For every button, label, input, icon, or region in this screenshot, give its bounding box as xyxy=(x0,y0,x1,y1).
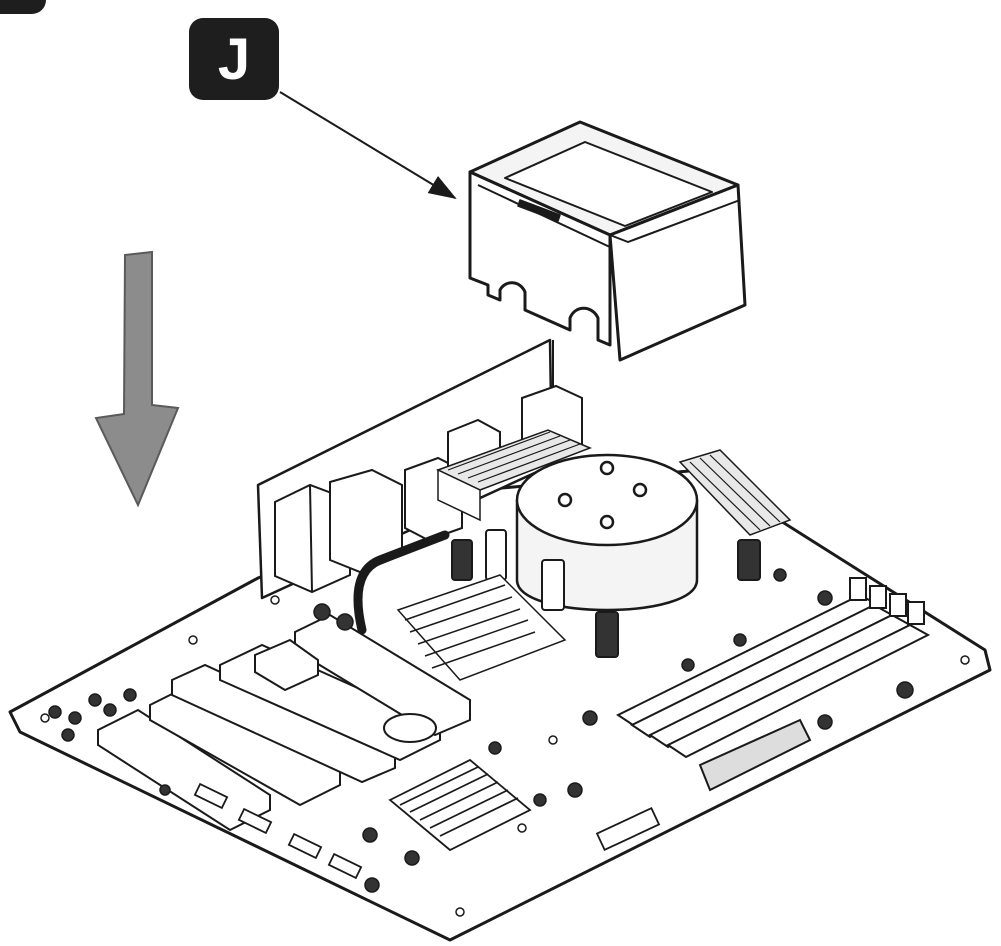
mounting-holes xyxy=(40,595,970,917)
chipset-heatsink xyxy=(388,758,532,852)
mounting-posts xyxy=(451,529,761,658)
cooler-cover xyxy=(468,120,747,395)
cmos-battery xyxy=(383,713,437,743)
corner-callout-badge xyxy=(0,0,46,14)
heat-pipe xyxy=(353,530,450,635)
callout-letter: J xyxy=(217,26,251,92)
capacitors xyxy=(48,568,914,893)
memory-slots xyxy=(616,577,931,759)
vrm-heatsink xyxy=(436,429,792,536)
down-arrow-icon xyxy=(94,250,180,508)
leader-arrow-icon xyxy=(279,91,457,200)
front-panel-headers xyxy=(193,782,661,880)
cpu-area-heatsink xyxy=(396,574,567,681)
atx-power-connector xyxy=(698,718,812,792)
callout-badge-j: J xyxy=(189,18,279,100)
